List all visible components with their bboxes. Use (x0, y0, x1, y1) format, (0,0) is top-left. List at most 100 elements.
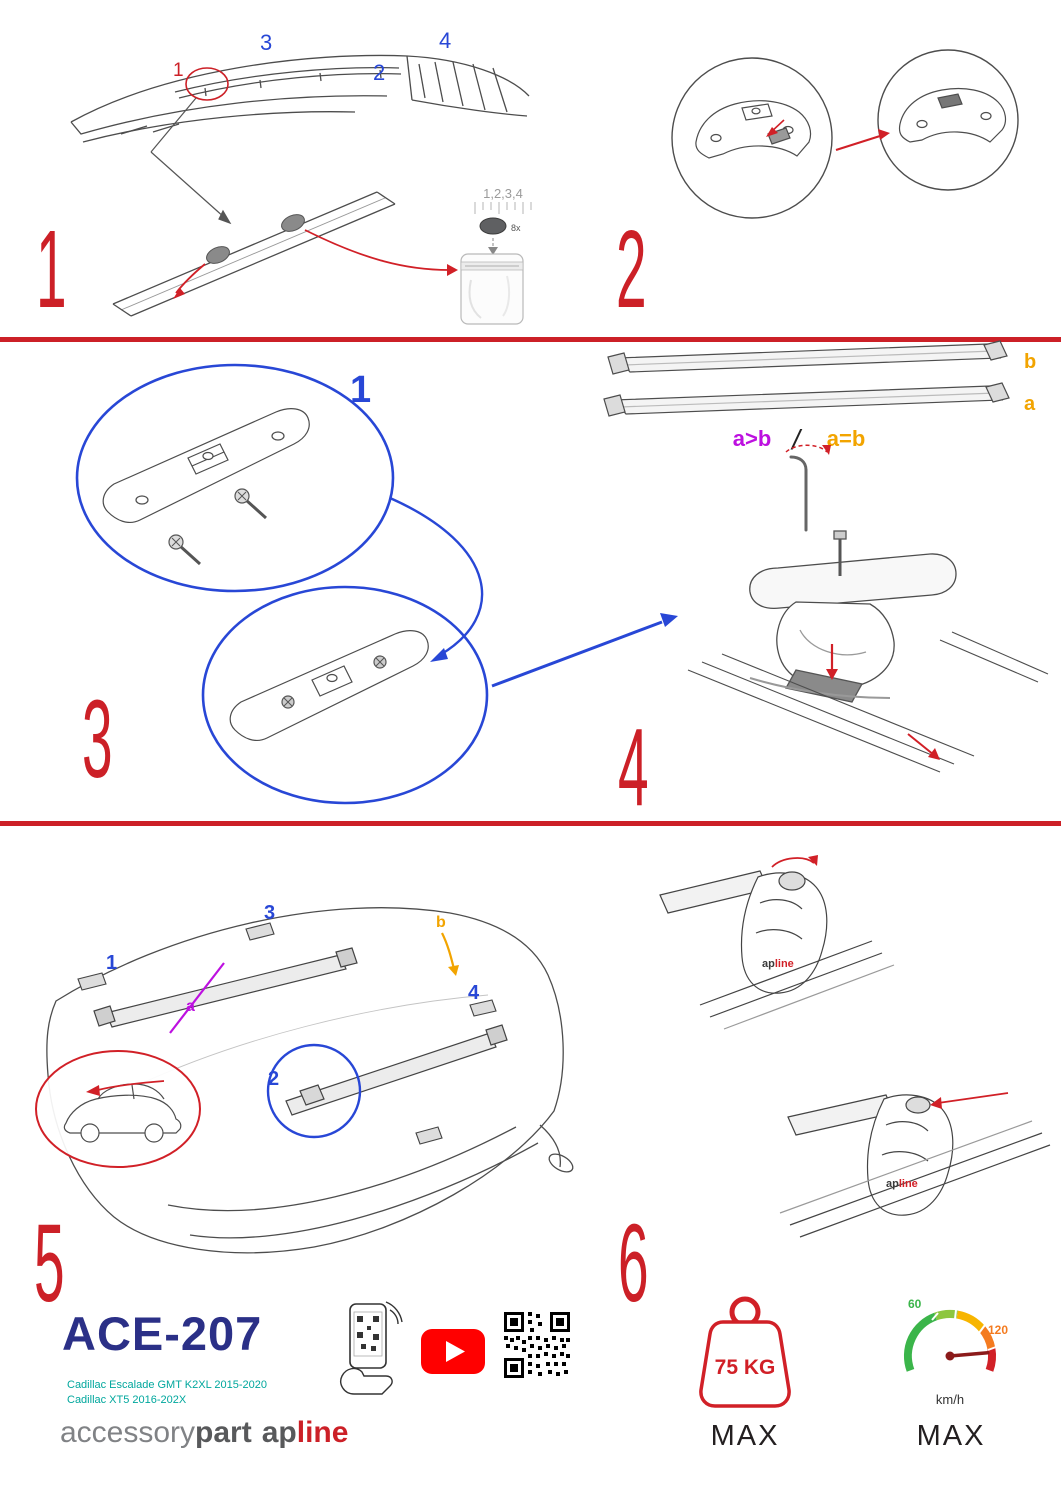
step-3-number: 3 (82, 678, 113, 801)
quantity-label: 8x (511, 223, 521, 233)
apline-logo-bottom: apline (886, 1178, 918, 1190)
car-side-view (63, 1083, 182, 1143)
crossbar-a (603, 382, 1010, 417)
weight-max-label: MAX (710, 1420, 780, 1452)
step1-callout-4: 4 (439, 28, 451, 53)
bracket-exploded (695, 100, 812, 159)
speed-60: 60 (908, 1297, 922, 1311)
step1-illustration: 1 2 3 4 1,2,3,4 (70, 28, 532, 325)
brand-line: line (296, 1416, 349, 1449)
bracket-with-screws (102, 408, 310, 566)
car-roof-top-view (46, 907, 574, 1254)
parts-bag (460, 253, 524, 325)
roof-rail-lines (687, 631, 1049, 773)
step2-illustration (671, 49, 1019, 219)
blue-straight-arrow (491, 620, 663, 688)
compare-a-eq-b: a=b (827, 426, 866, 451)
measure-arrow-b-head (448, 965, 459, 976)
step1-callout-2: 2 (373, 60, 385, 85)
zoom-circle-assembled (201, 585, 489, 805)
crossbar-b (607, 340, 1008, 375)
tighten-arrow-top-head (808, 855, 818, 866)
parts-positions-label: 1,2,3,4 (483, 186, 523, 201)
bracket-assembled (898, 87, 1007, 143)
slide-arrow (907, 733, 935, 756)
blue-straight-arrow-head (660, 613, 678, 627)
rail-plug-1 (206, 246, 230, 264)
brand-part: part (195, 1416, 252, 1449)
step4-illustration: b a a>b / a=b (603, 340, 1049, 773)
bracket-detail-circle-right (877, 49, 1019, 191)
step5-label-b: b (436, 914, 446, 931)
apline-line: line (899, 1178, 918, 1190)
compare-slash: / (790, 424, 803, 455)
max-weight-badge: 75 KG (699, 1296, 791, 1408)
cover-plug-part (479, 217, 507, 235)
knob-pointer-arrow (937, 1092, 1009, 1104)
step3-illustration: 1 (75, 363, 678, 805)
brand-accessory: accessory (60, 1416, 196, 1449)
vehicle-compatibility: Cadillac Escalade GMT K2XL 2015-2020 Cad… (67, 1378, 267, 1408)
transition-arrow (835, 134, 881, 152)
foot-closeup-top (659, 870, 895, 1030)
knob-pointer-arrow-head (930, 1097, 942, 1109)
compat-line-1: Cadillac Escalade GMT K2XL 2015-2020 (67, 1379, 267, 1391)
gauge-needle (948, 1350, 990, 1358)
step-4-number: 4 (618, 706, 649, 829)
position-1-highlight-circle (185, 67, 229, 101)
red-arrows (173, 229, 458, 299)
measure-arrow-b (441, 932, 456, 970)
label-bar-a: a (1024, 393, 1036, 415)
compat-line-2: Cadillac XT5 2016-202X (67, 1393, 187, 1406)
foot-2-highlight-circle (266, 1043, 362, 1139)
speed-unit: km/h (936, 1392, 964, 1407)
tighten-arrow-top (771, 857, 815, 868)
weight-value: 75 KG (715, 1356, 776, 1379)
phone-qr-pixels (357, 1316, 379, 1351)
apline-ap: ap (886, 1178, 899, 1190)
speed-120: 120 (988, 1323, 1008, 1337)
product-model: ACE-207 (62, 1307, 263, 1360)
step-6-number: 6 (618, 1202, 649, 1325)
step3-callout-1: 1 (350, 369, 371, 411)
insert-arrow-head (766, 127, 778, 137)
transition-arrow-head (878, 129, 890, 140)
compare-a-gt-b: a>b (733, 426, 772, 451)
rail-detail (112, 191, 396, 317)
step5-illustration: 3 1 4 2 a b (35, 902, 574, 1254)
step-1-number: 1 (36, 208, 67, 331)
step-5-number: 5 (34, 1202, 65, 1325)
step5-callout-1: 1 (106, 952, 117, 974)
bracket-detail-circle-left (671, 57, 833, 219)
zoom-circle-exploded (75, 363, 395, 593)
step5-label-a: a (186, 998, 195, 1015)
blue-curved-arrow-head (430, 648, 448, 662)
apline-logo-top: apline (762, 958, 794, 970)
max-speed-gauge: 60 120 km/h (903, 1297, 1008, 1407)
blue-curved-arrow (389, 496, 484, 657)
loose-foot-parts (77, 922, 497, 1145)
label-bar-b: b (1024, 351, 1036, 373)
pointer-lines (150, 97, 232, 225)
brand-ap: ap (261, 1416, 297, 1449)
speed-max-label: MAX (916, 1420, 986, 1452)
foot-assembly (749, 530, 957, 703)
step5-callout-3: 3 (264, 902, 275, 924)
step6-illustration: apline apline (659, 855, 1051, 1238)
scan-phone-icon (340, 1301, 403, 1395)
dashed-pointer-head (488, 247, 498, 255)
step5-callout-2: 2 (268, 1068, 279, 1090)
car-roof-drawing (70, 54, 530, 143)
apline-line: line (775, 958, 794, 970)
slide-arrow-head (928, 748, 940, 760)
section-divider-1 (0, 337, 1061, 342)
bracket-assembled-screws (229, 630, 429, 742)
step5-callout-4: 4 (468, 982, 480, 1004)
qr-code (502, 1310, 572, 1380)
step1-callout-1: 1 (173, 60, 184, 81)
installed-crossbars (93, 947, 508, 1116)
allen-key (785, 444, 831, 532)
direction-arrow-head (86, 1085, 100, 1096)
